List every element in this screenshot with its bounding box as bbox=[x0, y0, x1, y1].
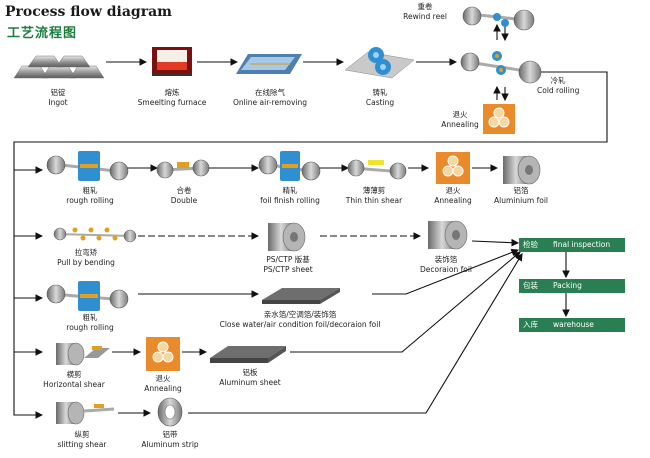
foil-finish-rolling-icon bbox=[258, 151, 321, 181]
thin-shear-icon bbox=[347, 159, 407, 180]
ps-ctp-coil-icon bbox=[268, 222, 306, 252]
cold-rolling-icon bbox=[460, 51, 542, 84]
casting-rollers-icon bbox=[344, 47, 415, 79]
aluminum-strip-coil-icon bbox=[157, 397, 183, 427]
foil-sheet-stack-icon bbox=[262, 288, 340, 304]
page-subtitle: 工艺流程图 bbox=[7, 26, 78, 41]
slitting-shear-icon bbox=[56, 401, 115, 425]
rewind-reel-icon bbox=[462, 6, 535, 31]
annealing-icon-row2 bbox=[436, 152, 470, 184]
furnace-icon bbox=[152, 47, 192, 76]
double-icon bbox=[156, 159, 210, 179]
annealing-icon-row5 bbox=[146, 337, 180, 371]
rough-rolling-icon-2 bbox=[46, 281, 129, 311]
aluminium-foil-coil-icon bbox=[503, 155, 541, 185]
decoration-foil-coil-icon bbox=[428, 220, 468, 250]
horizontal-shear-icon bbox=[56, 342, 110, 366]
air-removing-icon bbox=[236, 54, 302, 74]
rough-rolling-icon bbox=[46, 151, 129, 181]
pull-by-bending-icon bbox=[53, 227, 137, 243]
ingot-icon bbox=[13, 55, 105, 79]
page-title: Process flow diagram bbox=[5, 4, 172, 20]
aluminum-sheet-stack-icon bbox=[210, 346, 286, 363]
annealing-furnace-icon bbox=[483, 104, 515, 134]
